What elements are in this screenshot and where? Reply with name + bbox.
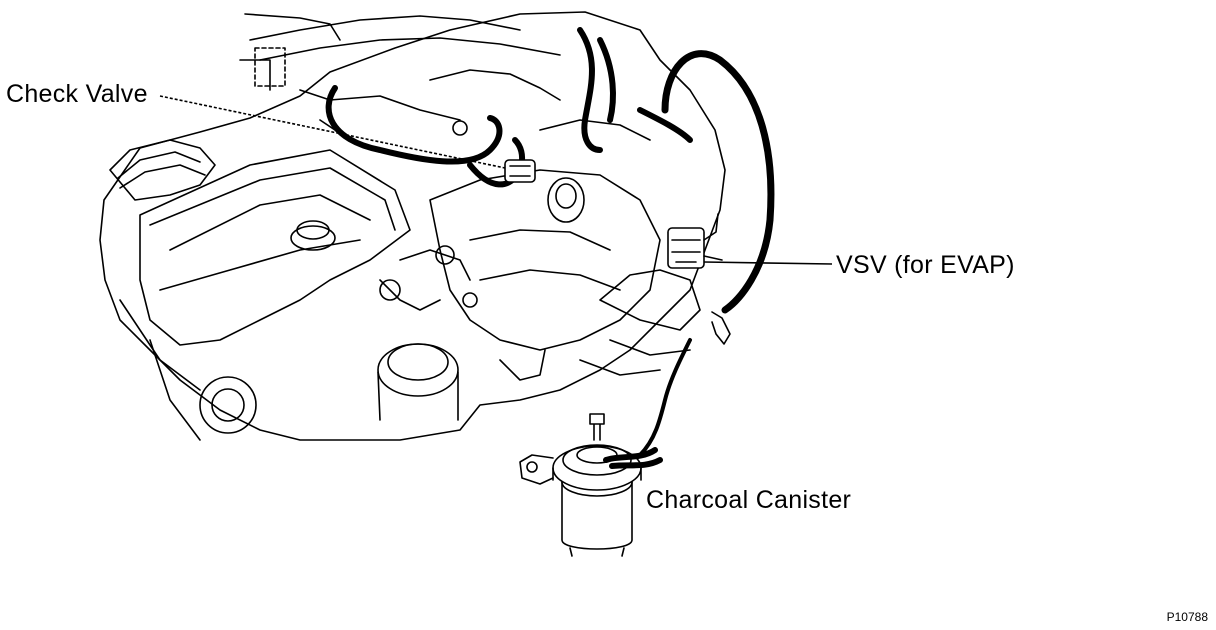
check-valve-label: Check Valve [6,80,148,108]
engine-block [99,11,726,441]
charcoal-canister-part [519,413,663,557]
check-valve-leader [159,95,506,169]
figure-code: P10788 [1166,610,1208,624]
vsv-leader [703,261,833,265]
check-valve-part [504,159,536,183]
charcoal-canister-label: Charcoal Canister [646,486,852,514]
leader-lines [159,95,833,265]
vacuum-hoses [325,27,775,464]
vsv-part [667,213,731,345]
vsv-label: VSV (for EVAP) [836,251,1015,279]
